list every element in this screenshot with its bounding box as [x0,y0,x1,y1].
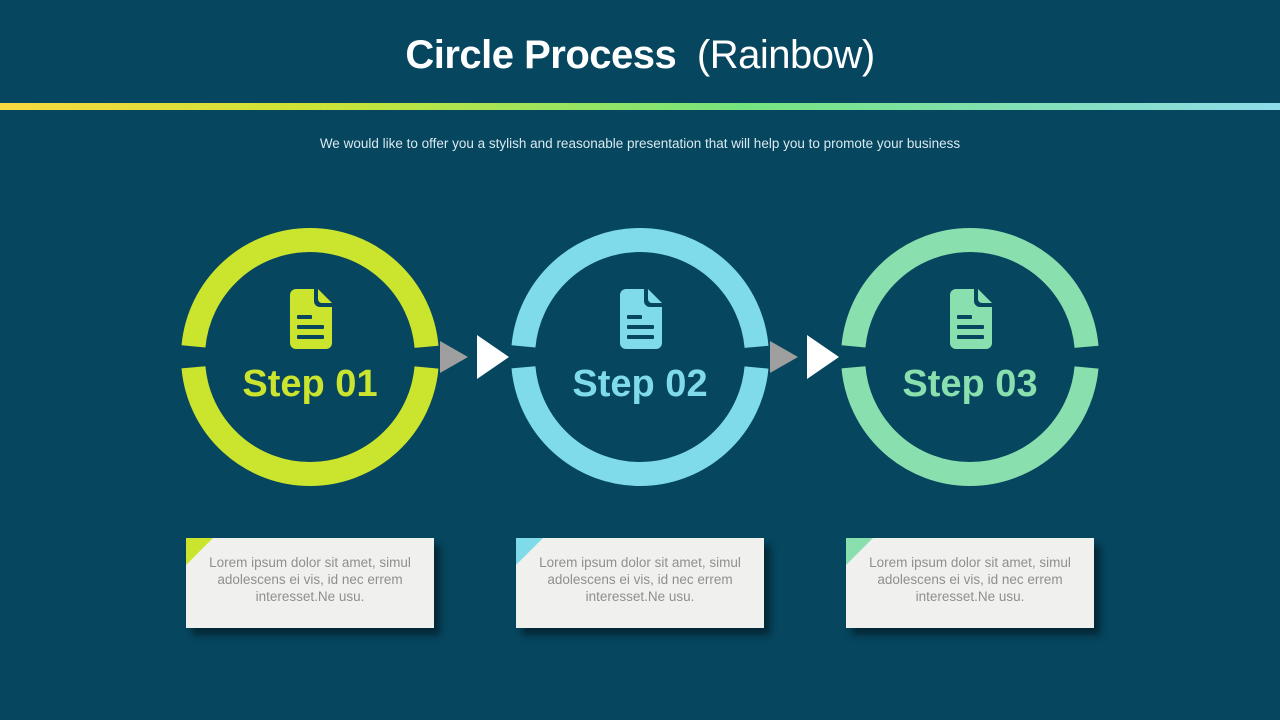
header-gradient-rule [0,103,1280,110]
gray-arrow-icon [440,341,468,373]
step-group-3: Step 03 [841,228,1099,486]
slide-subtitle: We would like to offer you a stylish and… [319,136,961,151]
step-label: Step 03 [902,363,1038,405]
step-group-2: Step 02 [511,228,769,486]
document-icon [620,289,662,349]
white-arrow-icon [807,335,839,379]
step-2-ring [511,228,769,486]
step-card-3: Lorem ipsum dolor sit amet, simul adoles… [846,538,1094,628]
next-step-arrows-1 [440,335,509,379]
step-label: Step 01 [242,363,378,405]
step-group-1: Step 01 [181,228,439,486]
page-title-secondary: (Rainbow) [696,33,875,77]
card-description: Lorem ipsum dolor sit amet, simul adoles… [869,555,1071,604]
page-title: Circle Process (Rainbow) [0,28,1280,82]
step-1-ring [181,228,439,486]
white-arrow-icon [477,335,509,379]
gray-arrow-icon [770,341,798,373]
step-3-ring [841,228,1099,486]
step-card-2: Lorem ipsum dolor sit amet, simul adoles… [516,538,764,628]
card-description: Lorem ipsum dolor sit amet, simul adoles… [209,555,411,604]
card-description: Lorem ipsum dolor sit amet, simul adoles… [539,555,741,604]
next-step-arrows-2 [770,335,839,379]
step-label: Step 02 [572,363,708,405]
step-card-1: Lorem ipsum dolor sit amet, simul adoles… [186,538,434,628]
document-icon [290,289,332,349]
page-title-main: Circle Process [405,33,677,77]
document-icon [950,289,992,349]
